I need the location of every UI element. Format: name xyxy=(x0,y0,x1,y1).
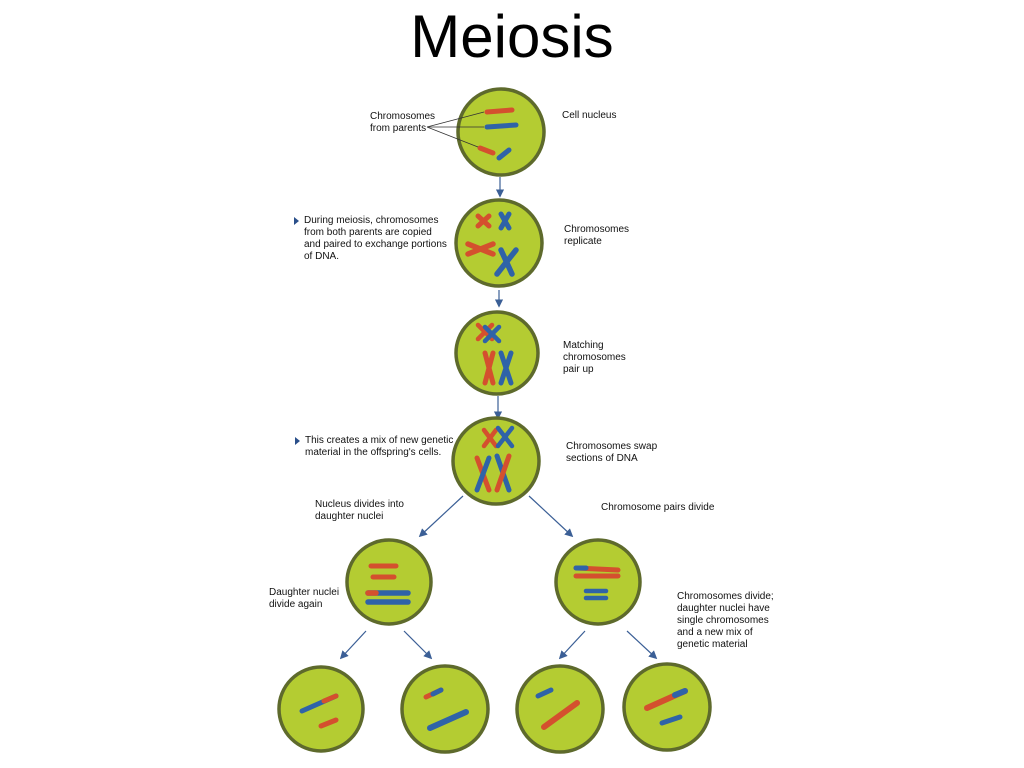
arrow-5l-b xyxy=(403,630,433,660)
pointer-lines xyxy=(426,111,485,148)
label-chromosomes-swap: Chromosomes swap sections of DNA xyxy=(566,441,658,464)
arrow-5r-a xyxy=(558,630,586,660)
label-chromosomes-replicate: Chromosomes replicate xyxy=(564,224,630,247)
cell-stage-6-4 xyxy=(622,662,712,752)
cell-stage-1 xyxy=(456,87,546,177)
cell-stage-6-2 xyxy=(400,664,490,754)
cell-stage-5-right xyxy=(554,538,642,626)
arrow-5r-b xyxy=(626,630,658,660)
cell-stage-3 xyxy=(454,310,540,396)
label-nucleus-divides: Nucleus divides into daughter nuclei xyxy=(315,499,404,522)
label-matching-pair-up: Matching chromosomes pair up xyxy=(563,340,626,375)
label-daughter-divide-again: Daughter nuclei divide again xyxy=(269,587,340,610)
page-title: Meiosis xyxy=(410,3,614,70)
arrow-5l-a xyxy=(339,630,367,660)
arrow-4-right xyxy=(528,495,574,538)
cell-stage-2 xyxy=(454,198,544,288)
label-creates-mix: This creates a mix of new genetic materi… xyxy=(294,435,454,458)
label-during-meiosis: During meiosis, chromosomes from both pa… xyxy=(294,215,447,262)
cell-stage-5-left xyxy=(345,538,433,626)
cell-stage-4 xyxy=(451,416,541,506)
cell-stage-6-1 xyxy=(277,665,365,753)
label-chromosomes-from-parents: Chromosomes from parents xyxy=(370,111,436,134)
label-chromosomes-divide: Chromosomes divide; daughter nuclei have… xyxy=(677,591,774,650)
label-chromosome-pairs-divide: Chromosome pairs divide xyxy=(601,502,715,513)
label-cell-nucleus: Cell nucleus xyxy=(562,110,617,121)
arrow-4-left xyxy=(418,495,464,538)
cell-stage-6-3 xyxy=(515,664,605,754)
